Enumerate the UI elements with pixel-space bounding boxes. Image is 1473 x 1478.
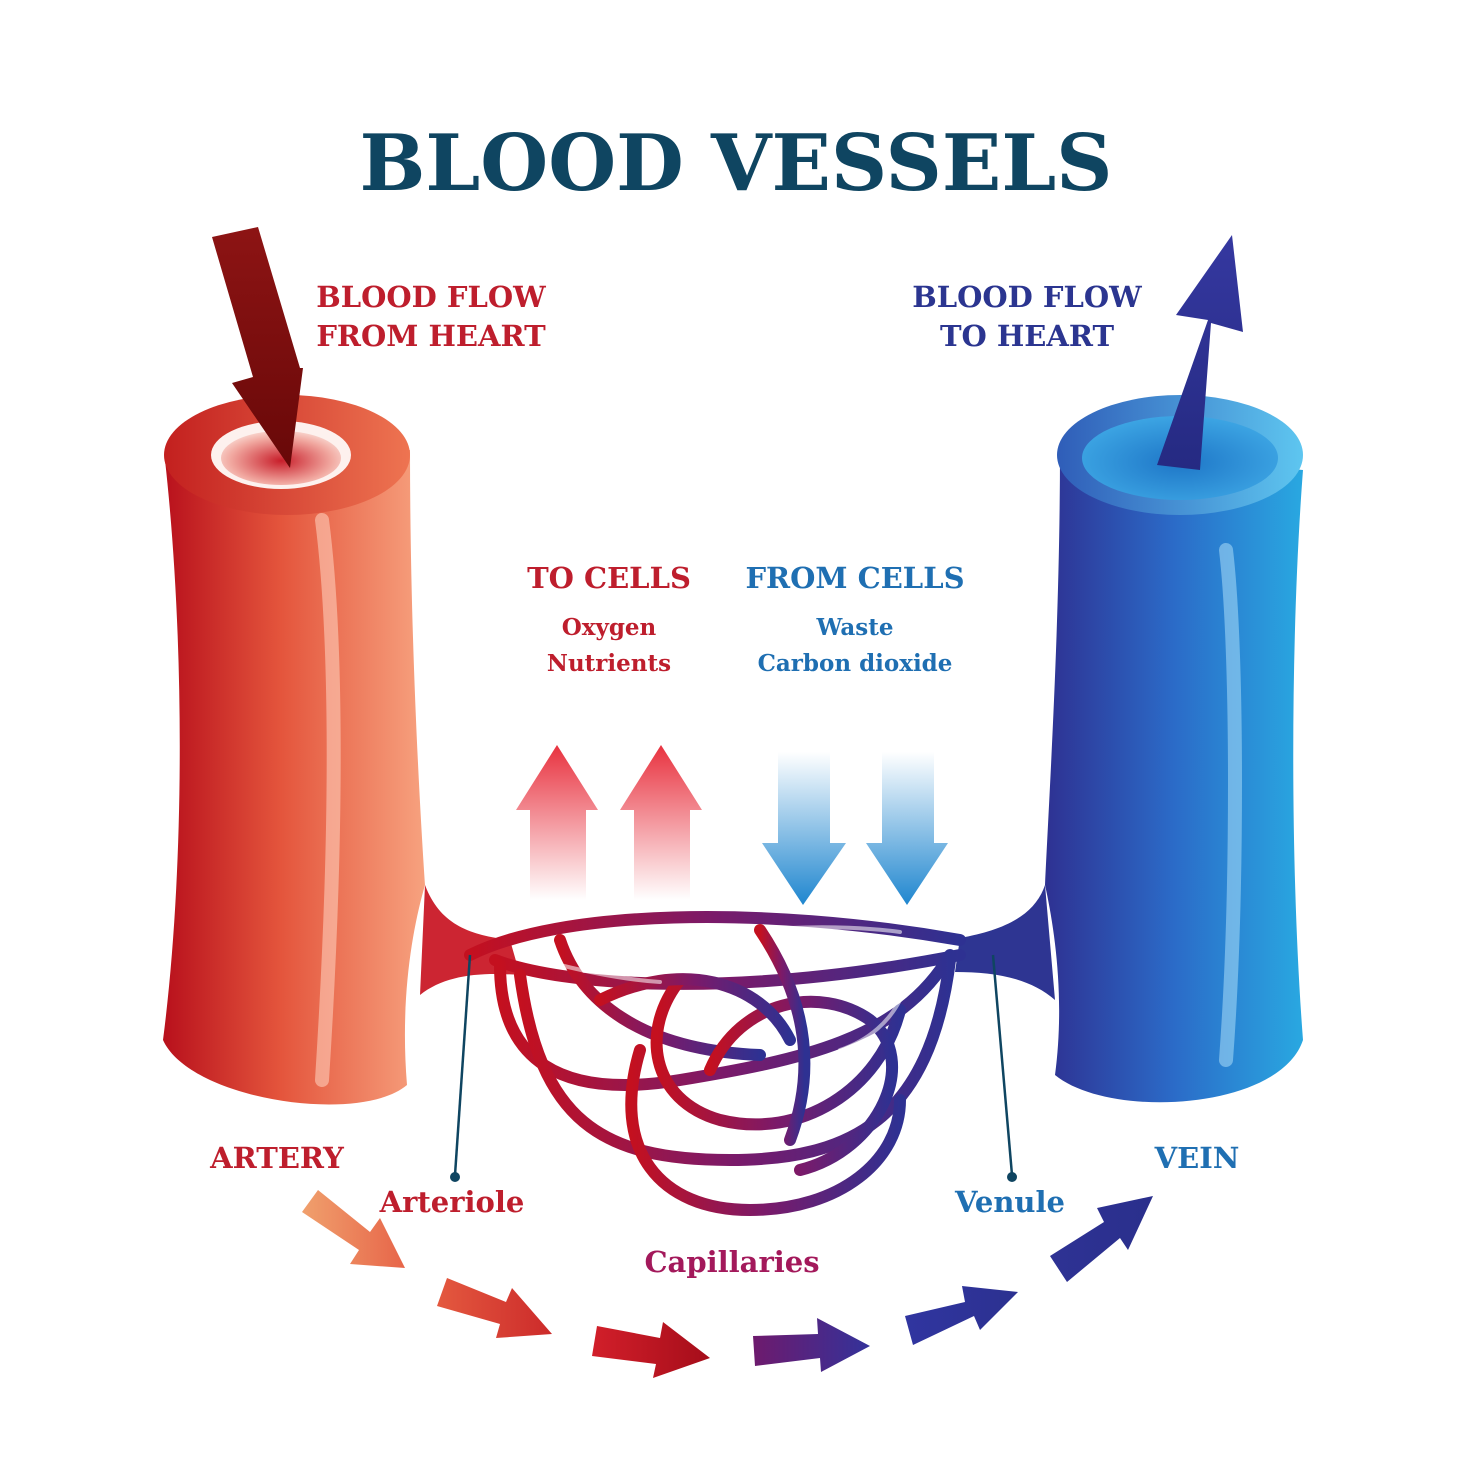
label-venule: Venule — [954, 1185, 1065, 1219]
flow-arrow-3-icon — [592, 1322, 710, 1378]
bottom-flow-arrows — [302, 1190, 1153, 1378]
arrow-up-out-of-vein-icon — [1157, 235, 1243, 470]
arteriole-pointer-dot — [450, 1172, 460, 1182]
to-cells-item-nutrients: Nutrients — [547, 650, 671, 677]
flow-arrow-2-icon — [437, 1278, 552, 1338]
label-arteriole: Arteriole — [379, 1185, 525, 1219]
venule-pointer-line — [991, 954, 1014, 1176]
diagram-title: BLOOD VESSELS — [360, 118, 1113, 209]
flow-arrow-1-icon — [302, 1190, 405, 1268]
to-cells-item-oxygen: Oxygen — [562, 614, 657, 641]
to-cells-block: TO CELLS Oxygen Nutrients — [527, 561, 691, 677]
flow-arrow-4-icon — [753, 1318, 870, 1372]
label-capillaries: Capillaries — [644, 1245, 819, 1279]
down-arrow-waste-2-icon — [866, 752, 948, 905]
flow-to-heart-line2: TO HEART — [940, 319, 1115, 353]
from-cells-heading: FROM CELLS — [745, 561, 964, 595]
artery-body — [163, 450, 425, 1105]
from-cells-block: FROM CELLS Waste Carbon dioxide — [745, 561, 964, 677]
blood-flow-from-heart-label: BLOOD FLOW FROM HEART — [316, 280, 546, 353]
vein-vessel — [955, 395, 1303, 1103]
flow-from-heart-line2: FROM HEART — [316, 319, 546, 353]
from-cells-item-co2: Carbon dioxide — [758, 650, 953, 677]
label-artery: ARTERY — [209, 1141, 344, 1175]
artery-lumen — [221, 431, 341, 485]
capillary-network — [464, 911, 966, 1217]
artery-vessel — [163, 395, 520, 1105]
flow-from-heart-line1: BLOOD FLOW — [316, 280, 546, 314]
flow-arrow-5-icon — [905, 1286, 1018, 1345]
blood-flow-to-heart-label: BLOOD FLOW TO HEART — [912, 280, 1142, 353]
flow-to-heart-line1: BLOOD FLOW — [912, 280, 1142, 314]
capillary-highlights — [538, 925, 902, 1157]
vein-connector — [955, 885, 1055, 1000]
vein-body — [1045, 450, 1303, 1103]
vein-highlight — [1219, 543, 1242, 1067]
arrow-down-into-artery-icon — [212, 227, 303, 468]
label-vein: VEIN — [1154, 1141, 1240, 1175]
flow-arrow-6-icon — [1050, 1196, 1153, 1282]
arteriole-pointer-line — [453, 954, 472, 1176]
to-cells-heading: TO CELLS — [527, 561, 691, 595]
up-arrow-oxygen-1-icon — [516, 745, 598, 900]
artery-highlight — [315, 513, 341, 1087]
up-arrow-oxygen-2-icon — [620, 745, 702, 900]
from-cells-item-waste: Waste — [816, 614, 894, 641]
venule-pointer-dot — [1007, 1172, 1017, 1182]
down-arrow-waste-1-icon — [762, 752, 846, 905]
